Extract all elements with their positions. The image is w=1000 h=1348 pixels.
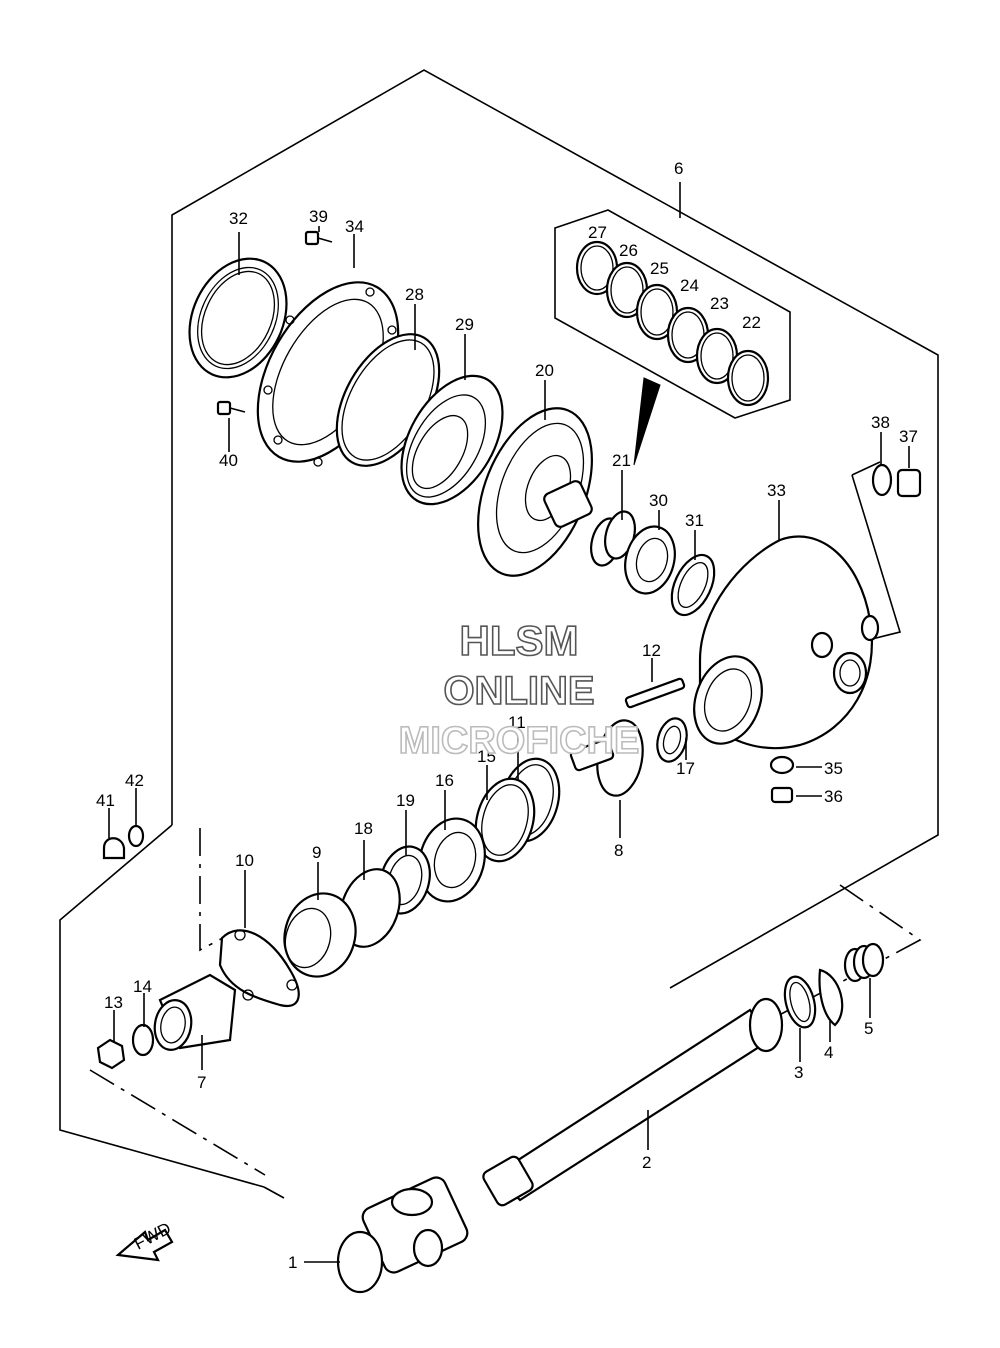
seal-31 bbox=[670, 553, 716, 617]
callout-1: 1 bbox=[288, 1253, 297, 1272]
callout-10: 10 bbox=[235, 851, 254, 870]
callout-28: 28 bbox=[405, 285, 424, 304]
gasket-10 bbox=[218, 929, 300, 1008]
shim-21 bbox=[590, 510, 636, 567]
plug-36 bbox=[770, 786, 794, 804]
circlip-4 bbox=[818, 968, 844, 1027]
shim-set bbox=[575, 240, 770, 407]
callout-2: 2 bbox=[642, 1153, 651, 1172]
callout-19: 19 bbox=[396, 791, 415, 810]
callout-20: 20 bbox=[535, 361, 554, 380]
coupling-7 bbox=[153, 973, 237, 1051]
callout-3: 3 bbox=[794, 1063, 803, 1082]
nut-9 bbox=[283, 892, 357, 978]
callout-30: 30 bbox=[649, 491, 668, 510]
bolt-39 bbox=[304, 230, 333, 246]
callout-12: 12 bbox=[642, 641, 661, 660]
callout-35: 35 bbox=[824, 759, 843, 778]
callout-38: 38 bbox=[871, 413, 890, 432]
callout-17: 17 bbox=[676, 759, 695, 778]
fwd-arrow-icon: FWD bbox=[115, 1219, 174, 1262]
ring-kit-box bbox=[554, 209, 791, 466]
washer-14 bbox=[131, 1023, 155, 1057]
assembly-frame bbox=[59, 69, 939, 1199]
stud-12 bbox=[624, 677, 686, 709]
callout-5: 5 bbox=[864, 1019, 873, 1038]
gear-case-33 bbox=[693, 535, 880, 750]
callouts: 6 32 39 34 28 29 27 26 25 24 23 22 20 21… bbox=[96, 159, 918, 1272]
ring-3 bbox=[783, 975, 817, 1029]
drain-plug-37 bbox=[871, 463, 922, 498]
callout-14: 14 bbox=[133, 977, 152, 996]
oil-seal-32 bbox=[188, 257, 288, 379]
callout-13: 13 bbox=[104, 993, 123, 1012]
washer-42 bbox=[127, 824, 145, 848]
pinion-gear-8 bbox=[569, 719, 644, 797]
callout-27: 27 bbox=[588, 223, 607, 242]
callout-16: 16 bbox=[435, 771, 454, 790]
callout-6: 6 bbox=[674, 159, 683, 178]
callout-31: 31 bbox=[685, 511, 704, 530]
callout-42: 42 bbox=[125, 771, 144, 790]
nut-13 bbox=[96, 1038, 126, 1070]
shim-15 bbox=[474, 777, 536, 863]
ring-gear-20 bbox=[477, 407, 593, 577]
callout-41: 41 bbox=[96, 791, 115, 810]
drive-shaft-2 bbox=[482, 997, 784, 1207]
callout-34: 34 bbox=[345, 217, 364, 236]
callout-9: 9 bbox=[312, 843, 321, 862]
callout-21: 21 bbox=[612, 451, 631, 470]
callout-11: 11 bbox=[508, 713, 526, 732]
callout-15: 15 bbox=[477, 747, 496, 766]
callout-33: 33 bbox=[767, 481, 786, 500]
watermark-line-1: HLSM bbox=[460, 617, 579, 664]
leader-lines bbox=[108, 182, 910, 1263]
callout-39: 39 bbox=[309, 207, 328, 226]
callout-4: 4 bbox=[824, 1043, 833, 1062]
callout-23: 23 bbox=[710, 294, 729, 313]
callout-25: 25 bbox=[650, 259, 669, 278]
callout-24: 24 bbox=[680, 276, 699, 295]
callout-26: 26 bbox=[619, 241, 638, 260]
callout-18: 18 bbox=[354, 819, 373, 838]
callout-29: 29 bbox=[455, 315, 474, 334]
callout-32: 32 bbox=[229, 209, 248, 228]
universal-joint-1 bbox=[336, 1176, 469, 1294]
callout-7: 7 bbox=[197, 1073, 206, 1092]
watermark-line-3: MICROFICHE bbox=[399, 720, 640, 762]
callout-8: 8 bbox=[614, 841, 623, 860]
callout-36: 36 bbox=[824, 787, 843, 806]
spring-5 bbox=[843, 942, 885, 983]
watermark-line-2: ONLINE bbox=[443, 669, 594, 713]
bearing-29 bbox=[400, 374, 504, 506]
bolt-40 bbox=[216, 400, 246, 416]
washer-35 bbox=[769, 755, 795, 775]
callout-22: 22 bbox=[742, 313, 761, 332]
cap-nut-41 bbox=[102, 837, 126, 860]
callout-40: 40 bbox=[219, 451, 238, 470]
watermark: HLSM ONLINE MICROFICHE bbox=[398, 616, 640, 763]
callout-37: 37 bbox=[899, 427, 918, 446]
